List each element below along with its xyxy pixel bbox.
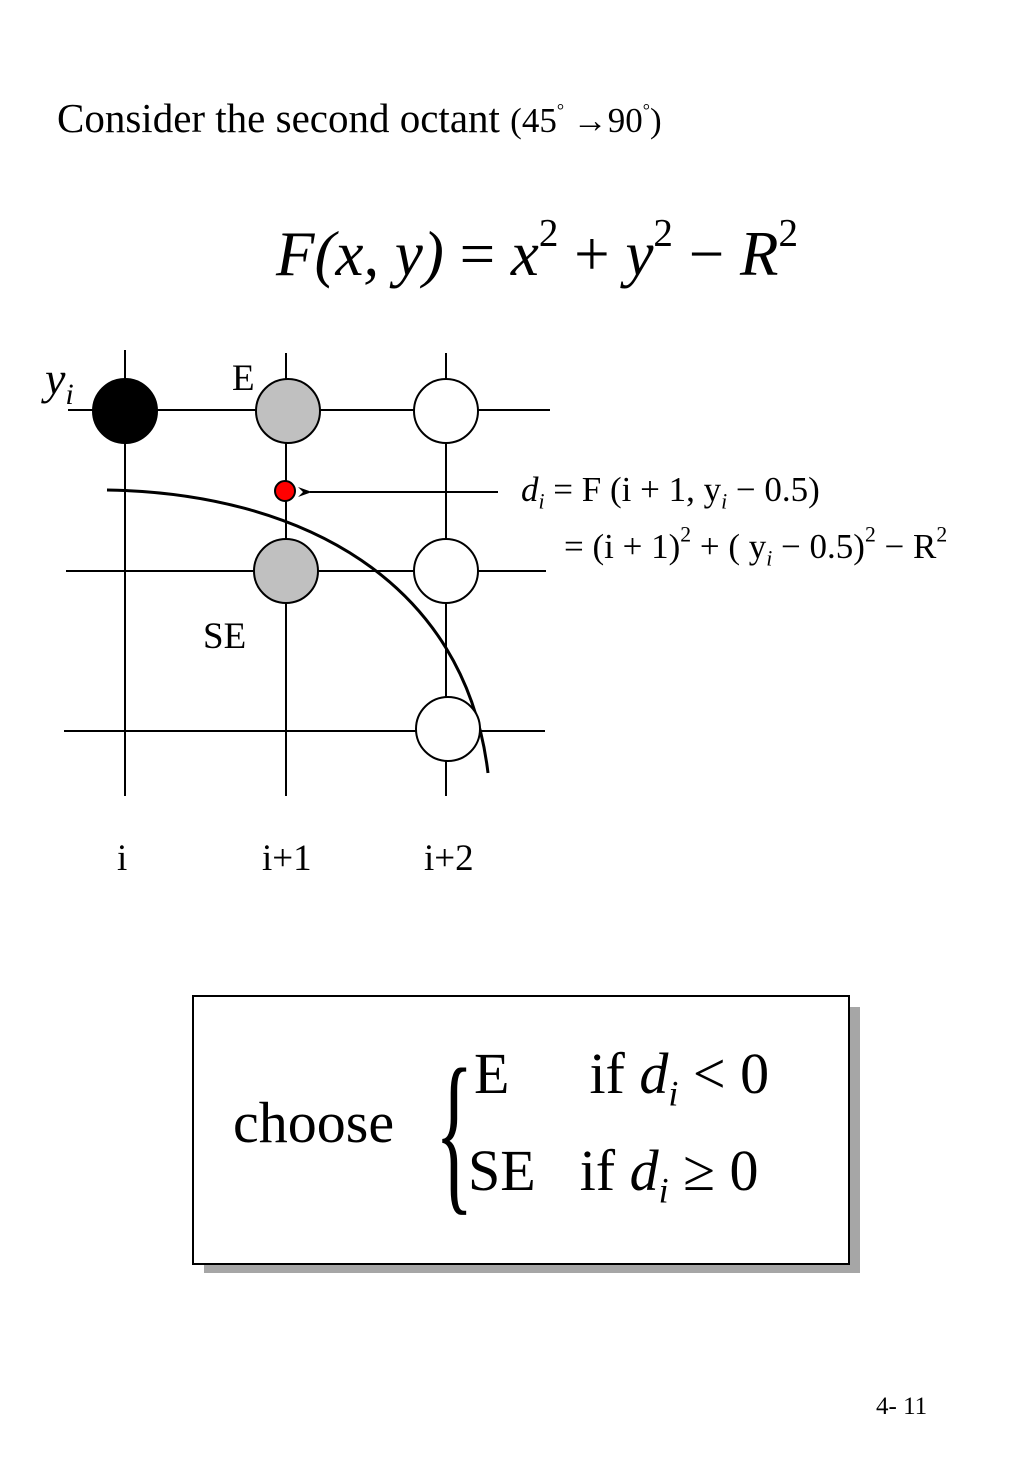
circle-arc [106, 488, 490, 774]
degree-symbol: ° [556, 100, 565, 120]
decision-line2-c: − 0.5) [772, 527, 865, 566]
power: 2 [864, 522, 876, 547]
y-axis-label: yi [41, 353, 74, 411]
case-e-d: d [639, 1041, 669, 1106]
intro-text: Consider the second octant (45° →90°) [57, 94, 662, 142]
power: 2 [680, 522, 692, 547]
pixel-current [92, 378, 158, 444]
x-label-i1: i+1 [262, 838, 312, 879]
x-label-i: i [117, 838, 127, 879]
case-e-if: if [589, 1041, 625, 1106]
eq-power: 2 [778, 211, 798, 255]
intro-label: Consider the second octant [57, 95, 500, 141]
d-symbol: d [521, 470, 539, 509]
eq-args: (x, y) [314, 219, 444, 289]
sub-i: i [538, 489, 545, 514]
case-se: SE if di ≥ 0 [468, 1137, 759, 1209]
pixel-e [255, 378, 321, 444]
pixel-i2-row3 [415, 696, 481, 762]
x-label-i2: i+2 [424, 838, 474, 879]
decision-line2-b: + ( y [691, 527, 767, 566]
eq-equals: = [459, 219, 496, 289]
midpoint-marker [274, 480, 296, 502]
case-e-label: E [474, 1041, 510, 1106]
pixel-i2-row2 [413, 538, 479, 604]
pixel-grid-diagram: yi E SE i i+1 i+2 [41, 350, 550, 879]
decision-variable-definition: di = F (i + 1, yi − 0.5) [521, 470, 820, 512]
pixel-i2-row1 [413, 378, 479, 444]
eq-x: x [510, 219, 539, 289]
circle-function-equation: F(x, y) = x2 + y2 − R2 [276, 214, 798, 291]
decision-line2-d: − R [875, 527, 937, 566]
case-se-sub: i [658, 1170, 669, 1211]
eq-power: 2 [653, 211, 673, 255]
label-e: E [232, 358, 255, 399]
eq-power: 2 [538, 211, 559, 255]
label-se: SE [203, 616, 246, 657]
case-se-label: SE [468, 1138, 536, 1203]
eq-f: F [276, 219, 315, 289]
decision-line1: = F (i + 1, y [553, 470, 722, 509]
left-brace: { [435, 1032, 474, 1230]
sub-i: i [721, 489, 728, 514]
rule-box [192, 995, 850, 1265]
arrow-symbol: → [572, 101, 608, 140]
case-e-sub: i [668, 1073, 679, 1114]
eq-plus: + [574, 219, 610, 289]
angle-start: 45 [521, 101, 557, 140]
eq-r: R [739, 219, 779, 289]
case-se-d: d [629, 1138, 659, 1203]
pixel-se [253, 538, 319, 604]
power: 2 [936, 522, 948, 547]
decision-line1-end: − 0.5) [727, 470, 820, 509]
page-number: 4- 11 [876, 1393, 928, 1420]
angle-end: 90 [607, 101, 643, 140]
case-se-condition: ≥ 0 [668, 1138, 759, 1203]
sub-i: i [766, 546, 773, 571]
eq-y: y [625, 219, 654, 289]
eq-minus: − [688, 219, 725, 289]
angle-range: (45° →90°) [510, 100, 662, 140]
decision-variable-expansion: = (i + 1)2 + ( yi − 0.5)2 − R2 [564, 524, 947, 570]
case-e-condition: < 0 [678, 1041, 770, 1106]
choose-label: choose [233, 1090, 395, 1155]
case-se-if: if [579, 1138, 616, 1203]
decision-line2-a: = (i + 1) [564, 527, 681, 566]
degree-symbol: ° [642, 100, 650, 120]
